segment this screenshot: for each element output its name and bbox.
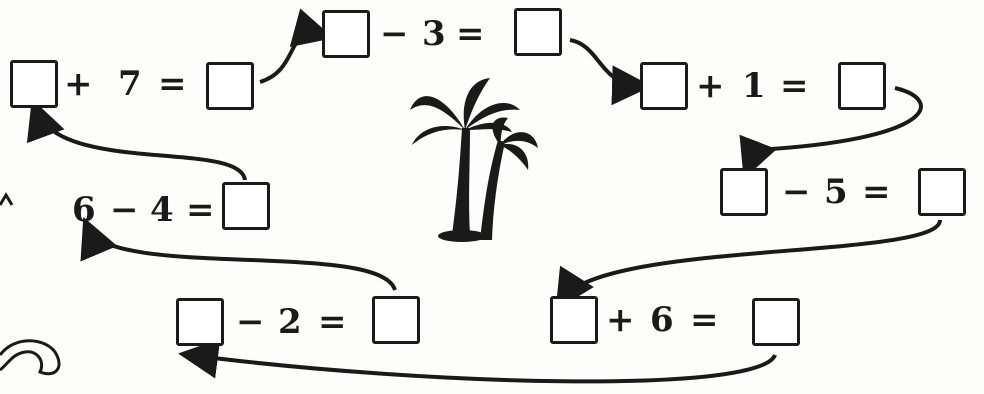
eq5-value: 6 [650, 300, 675, 340]
eq5-operator: + [606, 300, 636, 340]
eq4-operator: − [782, 172, 812, 212]
arrow-1 [260, 34, 322, 82]
eq7-value: 4 [150, 190, 175, 230]
eq7-operator: − [110, 190, 140, 230]
eq2-operator: − [380, 14, 410, 54]
eq6-result-box[interactable] [372, 296, 420, 344]
arrow-5 [190, 355, 775, 381]
eq2-equals: = [456, 14, 486, 54]
eq3-operator: + [696, 66, 726, 106]
arrow-4 [562, 220, 940, 300]
eq4-input-box[interactable] [720, 168, 768, 216]
eq3-value: 1 [742, 66, 767, 106]
wave-icon [0, 195, 59, 374]
eq1-input-box[interactable] [10, 60, 58, 108]
arrow-3 [748, 88, 921, 168]
eq3-equals: = [780, 66, 810, 106]
eq3-input-box[interactable] [640, 62, 688, 110]
eq6-equals: = [318, 302, 348, 342]
arrow-7 [36, 110, 245, 180]
eq2-result-box[interactable] [514, 8, 562, 56]
eq4-result-box[interactable] [918, 168, 966, 216]
eq5-equals: = [690, 300, 720, 340]
eq5-input-box[interactable] [550, 296, 598, 344]
eq2-value: 3 [422, 14, 447, 54]
palm-tree-icon [410, 78, 538, 242]
eq1-value: 7 [118, 64, 143, 104]
eq4-equals: = [862, 172, 892, 212]
eq7-start-value: 6 [72, 190, 97, 230]
eq6-value: 2 [278, 302, 303, 342]
eq7-result-box[interactable] [222, 182, 270, 230]
eq6-input-box[interactable] [176, 298, 224, 346]
eq1-operator: + [64, 64, 94, 104]
eq4-value: 5 [824, 172, 849, 212]
arrow-2 [570, 40, 640, 86]
eq1-equals: = [158, 64, 188, 104]
eq7-equals: = [186, 190, 216, 230]
eq1-result-box[interactable] [206, 62, 254, 110]
eq6-operator: − [236, 302, 266, 342]
eq5-result-box[interactable] [752, 298, 800, 346]
arrow-6 [88, 228, 395, 290]
eq2-input-box[interactable] [322, 10, 370, 58]
eq3-result-box[interactable] [838, 62, 886, 110]
